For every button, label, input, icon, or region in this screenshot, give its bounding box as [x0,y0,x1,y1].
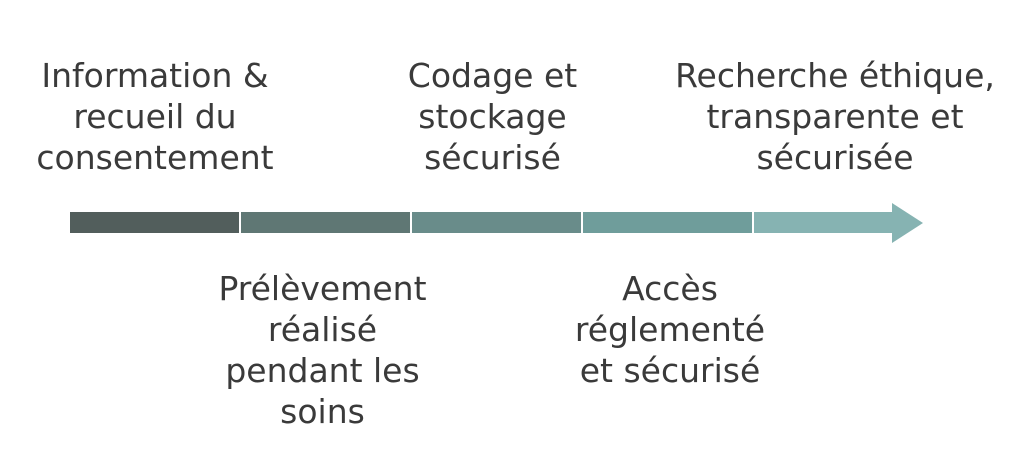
step-4-line-3: et sécurisé [579,351,761,390]
step-5-line-2: transparente et [706,97,964,136]
step-1-line-1: Information & [41,56,269,95]
step-3-line-1: Codage et [407,56,578,95]
step-4-label: Accès réglementé et sécurisé [550,268,790,391]
timeline-segment-1 [70,212,239,233]
step-5-label: Recherche éthique, transparente et sécur… [650,55,1020,178]
timeline-segment-3 [412,212,581,233]
step-2-line-4: soins [280,392,365,431]
step-2-label: Prélèvement réalisé pendant les soins [195,268,450,432]
step-1-line-3: consentement [36,138,274,177]
step-2-line-3: pendant les [225,351,420,390]
timeline-segment-5 [754,212,894,233]
timeline-segment-4 [583,212,752,233]
step-2-line-2: réalisé [267,310,378,349]
step-5-line-1: Recherche éthique, [675,56,995,95]
timeline-segment-2 [241,212,410,233]
step-5-line-3: sécurisée [756,138,914,177]
timeline-arrow [70,203,923,243]
arrow-head [892,203,923,243]
step-3-label: Codage et stockage sécurisé [375,55,610,178]
step-4-line-2: réglementé [574,310,766,349]
step-3-line-2: stockage [418,97,567,136]
step-4-line-1: Accès [622,269,718,308]
step-1-label: Information & recueil du consentement [20,55,290,178]
step-2-line-1: Prélèvement [218,269,427,308]
step-3-line-3: sécurisé [424,138,561,177]
step-1-line-2: recueil du [73,97,237,136]
